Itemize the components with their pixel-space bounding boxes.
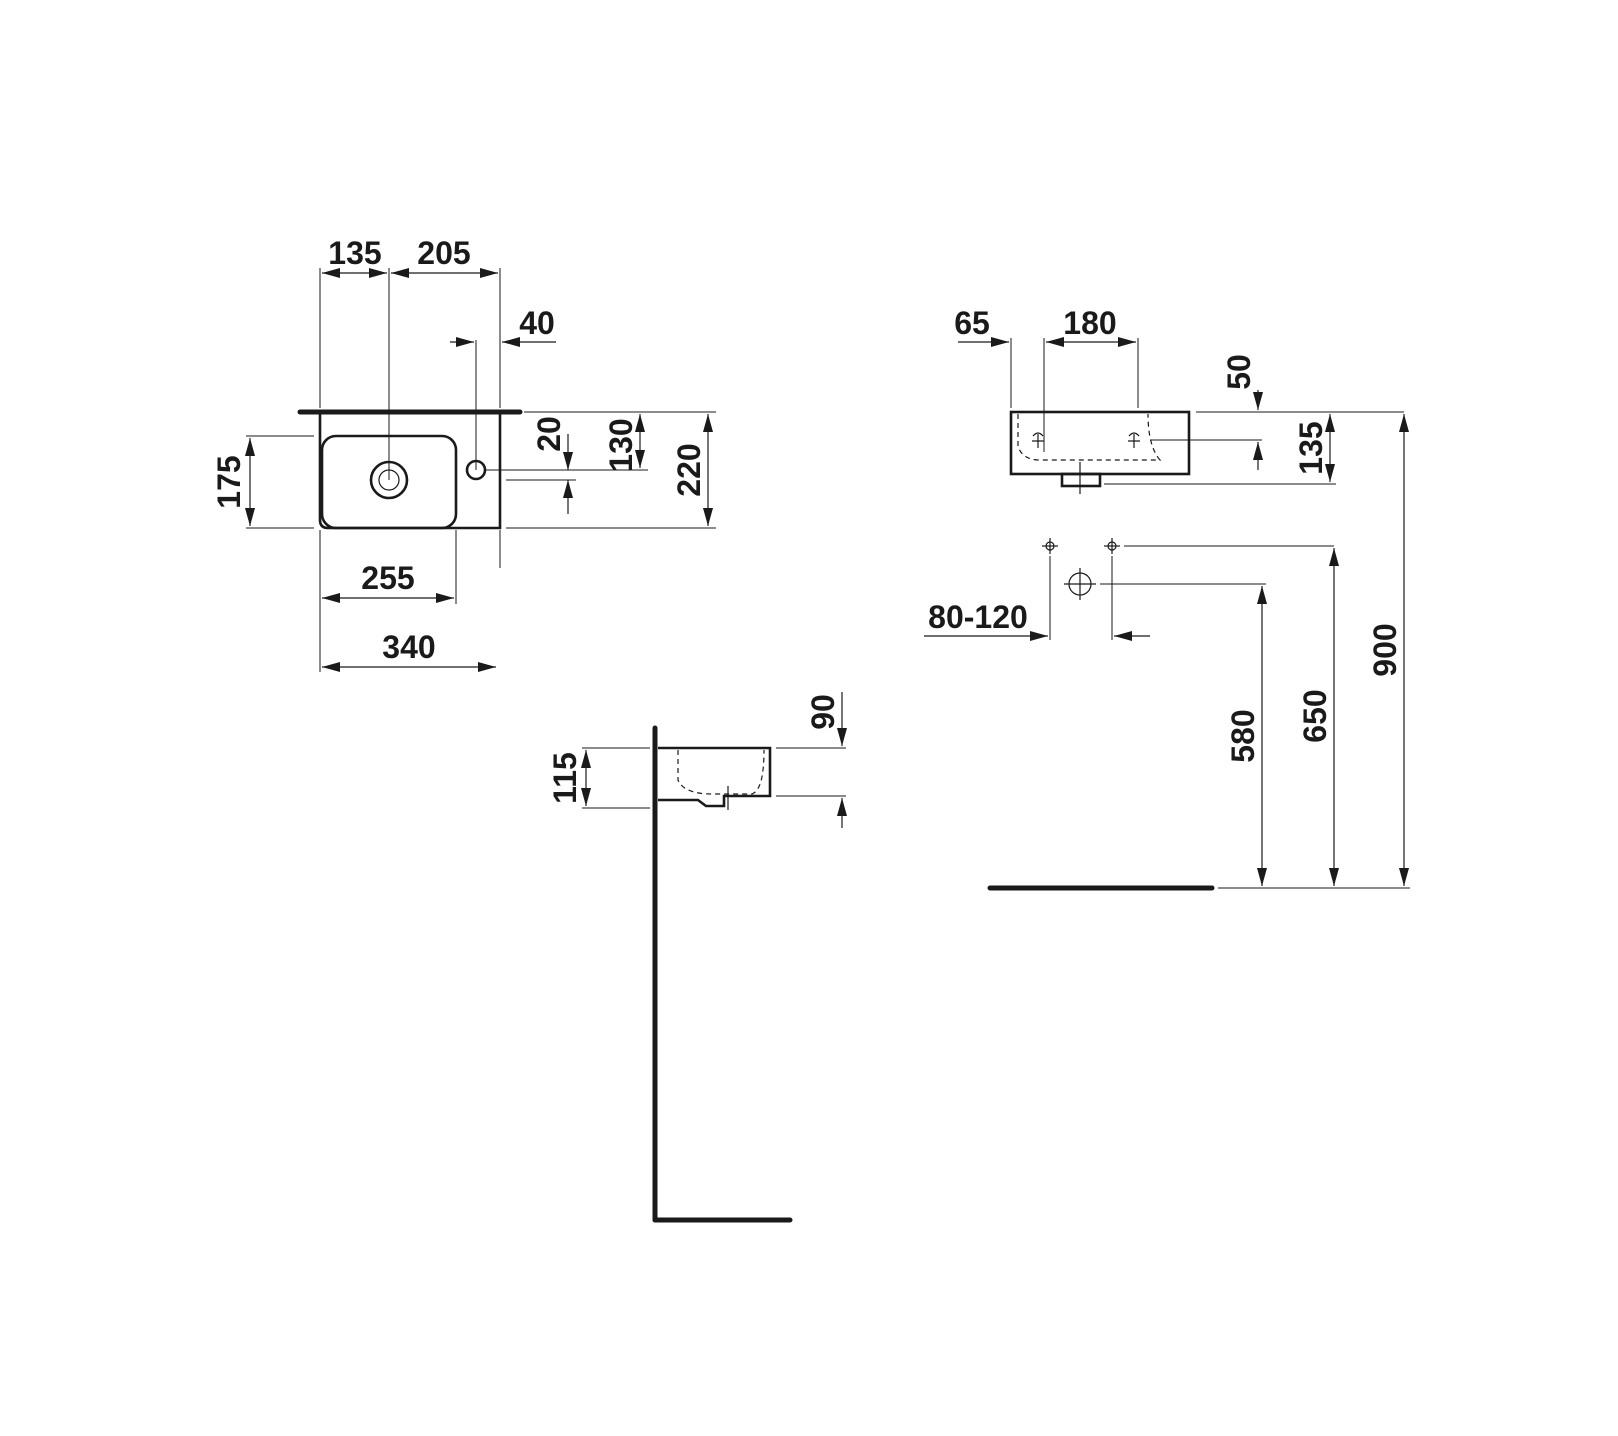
arrowhead xyxy=(502,337,520,347)
dim-label-900: 900 xyxy=(1367,623,1403,676)
arrowhead xyxy=(1325,464,1335,482)
arrowhead xyxy=(563,452,573,470)
basin-outline-side xyxy=(658,746,772,808)
arrowhead xyxy=(478,662,496,672)
arrowhead xyxy=(703,508,713,526)
drain-outlet xyxy=(1060,472,1102,488)
dim-label-65: 65 xyxy=(954,305,990,341)
arrowhead xyxy=(1257,586,1267,604)
arrowhead xyxy=(1118,337,1136,347)
dim-label-135: 135 xyxy=(328,235,381,271)
arrowhead xyxy=(436,593,454,603)
tap-mark-icon xyxy=(1032,432,1044,448)
dim-label-115: 115 xyxy=(547,752,583,804)
arrowhead xyxy=(1253,442,1263,460)
arrowhead xyxy=(703,414,713,432)
arrowhead xyxy=(581,788,591,806)
arrowhead xyxy=(322,268,340,278)
arrowhead xyxy=(1399,868,1409,886)
arrowhead xyxy=(991,337,1009,347)
dim-label-40: 40 xyxy=(519,305,555,341)
front-view: 65 180 50 135 xyxy=(924,305,1410,891)
dim-label-90: 90 xyxy=(805,694,841,730)
basin-bowl-hidden xyxy=(1017,413,1162,461)
dim-label-135-front: 135 xyxy=(1293,421,1329,474)
arrowhead xyxy=(456,337,474,347)
dim-label-650: 650 xyxy=(1297,689,1333,742)
fixing-point-icon xyxy=(1042,538,1058,554)
arrowhead xyxy=(1325,414,1335,432)
arrowhead xyxy=(1030,631,1048,641)
arrowhead xyxy=(1046,337,1064,347)
side-view: 115 90 xyxy=(547,692,847,1223)
arrowhead xyxy=(245,438,255,456)
dim-label-255: 255 xyxy=(361,560,414,596)
arrowhead xyxy=(480,268,498,278)
arrowhead xyxy=(1329,548,1339,566)
arrowhead xyxy=(837,798,847,816)
arrowhead xyxy=(322,593,340,603)
dim-label-80-120: 80-120 xyxy=(928,599,1028,635)
dim-label-50: 50 xyxy=(1221,354,1257,390)
tap-mark-icon xyxy=(1128,432,1140,448)
dim-label-220: 220 xyxy=(671,443,707,496)
arrowhead xyxy=(1257,868,1267,886)
arrowhead xyxy=(391,268,409,278)
dim-label-580: 580 xyxy=(1225,709,1261,762)
arrowhead xyxy=(1114,631,1132,641)
arrowhead xyxy=(369,268,387,278)
dim-label-130: 130 xyxy=(603,418,639,471)
arrowhead xyxy=(1399,414,1409,432)
dim-label-340: 340 xyxy=(382,629,435,665)
dim-label-180: 180 xyxy=(1063,305,1116,341)
arrowhead xyxy=(322,662,340,672)
top-view: 135 205 40 175 20 130 220 255 xyxy=(211,235,716,672)
basin-outline-top xyxy=(318,414,502,530)
arrowhead xyxy=(837,728,847,746)
dim-label-205: 205 xyxy=(417,235,470,271)
arrowhead xyxy=(635,414,645,432)
arrowhead xyxy=(245,508,255,526)
basin-bowl-hidden-side xyxy=(677,749,765,795)
arrowhead xyxy=(563,480,573,498)
waste-connection-icon xyxy=(1064,568,1096,600)
arrowhead xyxy=(635,450,645,468)
fixing-point-icon xyxy=(1104,538,1120,554)
dim-label-175: 175 xyxy=(211,455,247,508)
arrowhead xyxy=(1329,868,1339,886)
dim-label-20: 20 xyxy=(531,416,567,452)
arrowhead xyxy=(1253,392,1263,410)
arrowhead xyxy=(581,750,591,768)
